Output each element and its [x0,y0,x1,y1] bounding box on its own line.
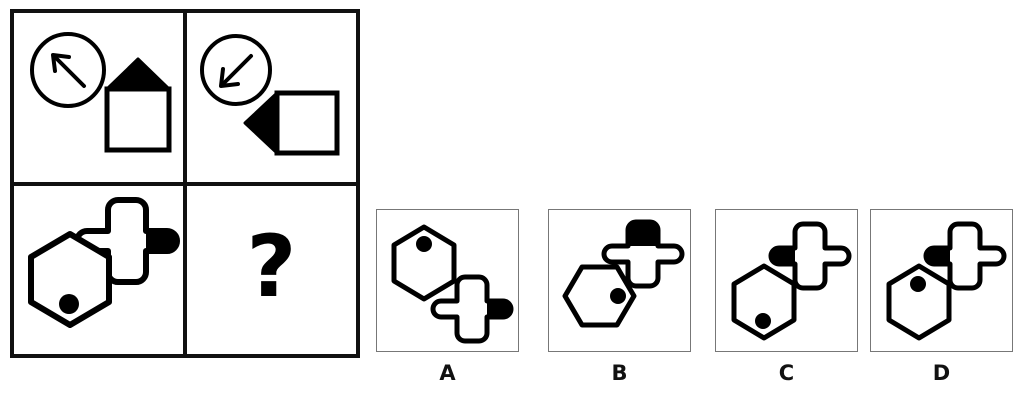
matrix-cell-bottom-left [14,183,185,354]
question-mark: ? [246,216,297,317]
option-c-box[interactable] [715,209,858,352]
cross-filled-right-arm [74,196,180,285]
matrix-cell-top-left [14,13,185,184]
option-d[interactable]: D [870,209,1013,385]
option-c[interactable]: C [715,209,858,385]
cross-filled-left-arm [923,221,1007,291]
option-b-graphic [562,219,685,328]
matrix-cell-bottom-right: ? [185,183,356,354]
circle-with-arrow-up-left [30,32,106,108]
answer-options: A B [376,209,1016,399]
option-c-graphic [731,221,852,341]
hexagon-with-dot-top [391,224,457,302]
cell-3-graphic [28,196,180,328]
option-d-box[interactable] [870,209,1013,352]
matrix-cell-top-right [185,13,356,184]
hexagon-with-dot-bottom [731,263,797,341]
option-a-box[interactable] [376,209,519,352]
matrix-grid: ? [10,9,360,358]
option-d-graphic [886,221,1007,341]
hexagon-flat-top-with-dot-right [562,264,637,328]
square-with-triangle-top [104,57,172,153]
option-b-label: B [611,361,628,385]
option-a-label: A [439,361,456,385]
cell-1-graphic [30,32,172,153]
cross-filled-left-arm [768,221,852,291]
option-b-box[interactable] [548,209,691,352]
hexagon-with-dot-top [886,263,952,341]
option-a-graphic [391,224,514,344]
hexagon-with-dot-bottom [28,230,112,328]
cross-filled-top-arm [601,219,685,289]
cross-filled-right-arm [430,274,514,344]
cell-2-graphic [200,34,340,156]
circle-with-arrow-down-left [200,34,272,106]
option-d-label: D [932,361,951,385]
option-b[interactable]: B [548,209,691,385]
square-with-triangle-left [243,90,340,156]
option-c-label: C [778,361,795,385]
option-a[interactable]: A [376,209,519,385]
